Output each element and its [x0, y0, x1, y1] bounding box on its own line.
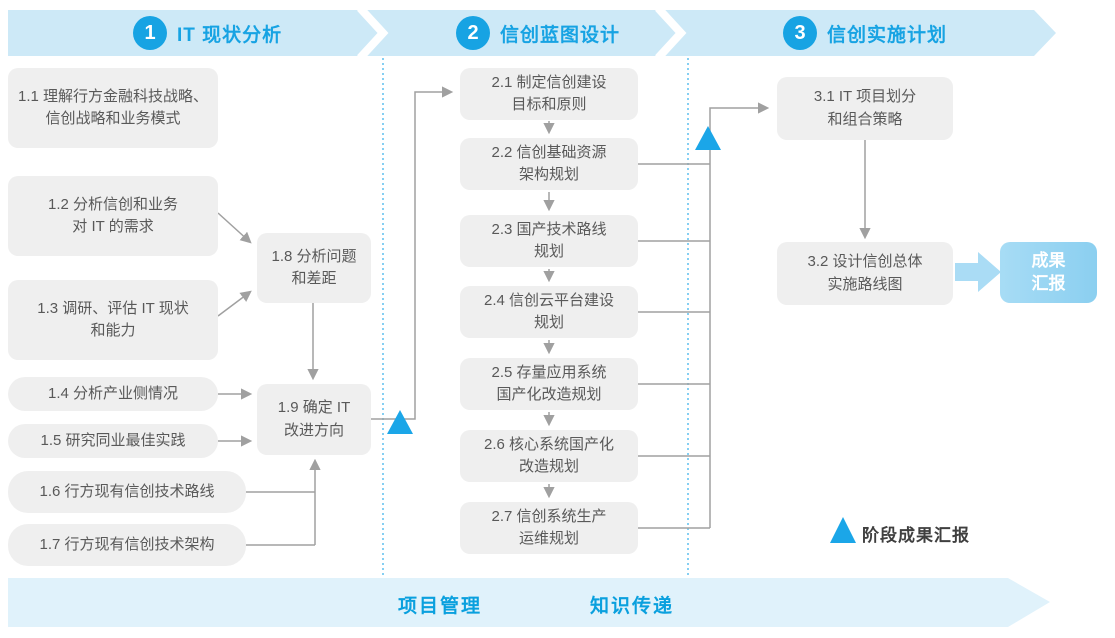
step-box-text: 1.9 确定 IT: [277, 399, 351, 416]
phase-number-badge-2: 2: [456, 16, 490, 50]
step-box-text: 1.6 行方现有信创技术路线: [39, 482, 215, 500]
step-box-2-6: 2.6 核心系统国产化 改造规划: [460, 430, 638, 482]
step-box-text: 2.5 存量应用系统: [491, 363, 607, 381]
step-box-text: 和差距: [291, 270, 337, 287]
result-report-text: 成果: [1031, 250, 1066, 270]
phase-separator-chevron-2: [655, 5, 687, 61]
step-box-2-1: 2.1 制定信创建设 目标和原则: [460, 68, 638, 120]
step-box-text: 1.8 分析问题: [271, 247, 357, 265]
phase-header-2: 2 信创蓝图设计: [456, 16, 620, 50]
phase-separator-chevron-1: [357, 5, 389, 61]
phase-header-1: 1 IT 现状分析: [133, 16, 282, 50]
step-box-1-8: 1.8 分析问题 和差距: [257, 233, 371, 303]
step-box-text: 改进方向: [283, 421, 344, 439]
step-box-text: 1.5 研究同业最佳实践: [40, 431, 186, 449]
step-box-text: 1.3 调研、评估 IT 现状: [37, 299, 189, 317]
result-arrow: [955, 252, 1001, 292]
step-box-2-4: 2.4 信创云平台建设 规划: [460, 286, 638, 338]
step-box-text: 3.2 设计信创总体: [807, 253, 923, 270]
connector-lines: [217, 86, 871, 546]
step-box-1-6: 1.6 行方现有信创技术路线: [8, 471, 246, 513]
step-box-text: 和组合策略: [827, 110, 903, 128]
connector-collector-to-3-1: [709, 102, 770, 528]
step-box-text: 规划: [533, 314, 564, 331]
legend-milestone-triangle: [830, 517, 856, 543]
phase-title-1: IT 现状分析: [177, 24, 283, 46]
step-box-text: 1.1 理解行方金融科技战略、: [17, 87, 209, 105]
step-box-3-2: 3.2 设计信创总体 实施路线图: [777, 242, 953, 305]
step-box-2-5: 2.5 存量应用系统 国产化改造规划: [460, 358, 638, 410]
step-box-text: 1.7 行方现有信创技术架构: [39, 535, 215, 553]
step-box-text: 和能力: [90, 322, 136, 339]
step-box-text: 1.2 分析信创和业务: [47, 195, 179, 213]
connector-1-2-to-1-8: [217, 212, 252, 244]
step-box-2-7: 2.7 信创系统生产 运维规划: [460, 502, 638, 554]
result-report-text: 汇报: [1031, 273, 1066, 293]
step-box-text: 1.4 分析产业侧情况: [47, 384, 179, 402]
step-box-text: 信创战略和业务模式: [45, 110, 181, 127]
step-box-text: 2.7 信创系统生产: [491, 507, 607, 525]
bottom-band: [8, 578, 1050, 627]
step-box-2-2: 2.2 信创基础资源 架构规划: [460, 138, 638, 190]
step-box-text: 运维规划: [518, 530, 579, 547]
step-box-1-7: 1.7 行方现有信创技术架构: [8, 524, 246, 566]
phase-title-3: 信创实施计划: [827, 24, 948, 46]
phase-number-badge-1: 1: [133, 16, 167, 50]
step-box-text: 2.3 国产技术路线: [491, 220, 607, 238]
step-box-text: 2.1 制定信创建设: [491, 73, 607, 91]
connector-1-3-to-1-8: [217, 290, 252, 317]
step-box-1-1: 1.1 理解行方金融科技战略、 信创战略和业务模式: [8, 68, 218, 148]
milestone-triangle-phase1: [387, 410, 413, 434]
step-box-text: 架构规划: [518, 166, 579, 183]
bottom-band-label-knowledge-transfer: 知识传递: [590, 596, 675, 617]
phase-header-3: 3 信创实施计划: [783, 16, 947, 50]
milestone-triangle-phase2: [695, 126, 721, 150]
step-box-text: 2.2 信创基础资源: [491, 143, 607, 161]
bottom-band-label-project-management: 项目管理: [398, 596, 483, 617]
step-box-1-2: 1.2 分析信创和业务 对 IT 的需求: [8, 176, 218, 256]
step-box-text: 目标和原则: [511, 96, 587, 113]
result-report-box: 成果 汇报: [1000, 242, 1097, 303]
legend-milestone-label: 阶段成果汇报: [862, 526, 970, 545]
step-box-1-9: 1.9 确定 IT 改进方向: [257, 384, 371, 455]
step-box-text: 国产化改造规划: [496, 386, 602, 403]
step-box-text: 实施路线图: [827, 275, 903, 293]
step-box-3-1: 3.1 IT 项目划分 和组合策略: [777, 77, 953, 140]
step-box-1-3: 1.3 调研、评估 IT 现状 和能力: [8, 280, 218, 360]
step-box-text: 3.1 IT 项目划分: [813, 88, 917, 105]
step-box-text: 改造规划: [518, 458, 579, 475]
phase-number-badge-3: 3: [783, 16, 817, 50]
step-box-text: 对 IT 的需求: [72, 218, 154, 235]
step-box-1-5: 1.5 研究同业最佳实践: [8, 424, 218, 458]
connector-1-9-to-2-1: [371, 86, 454, 420]
phase-title-2: 信创蓝图设计: [500, 24, 621, 46]
step-box-text: 2.4 信创云平台建设: [483, 291, 615, 309]
step-box-1-4: 1.4 分析产业侧情况: [8, 377, 218, 411]
step-box-text: 规划: [533, 243, 564, 260]
step-box-text: 2.6 核心系统国产化: [483, 435, 615, 453]
step-box-2-3: 2.3 国产技术路线 规划: [460, 215, 638, 267]
